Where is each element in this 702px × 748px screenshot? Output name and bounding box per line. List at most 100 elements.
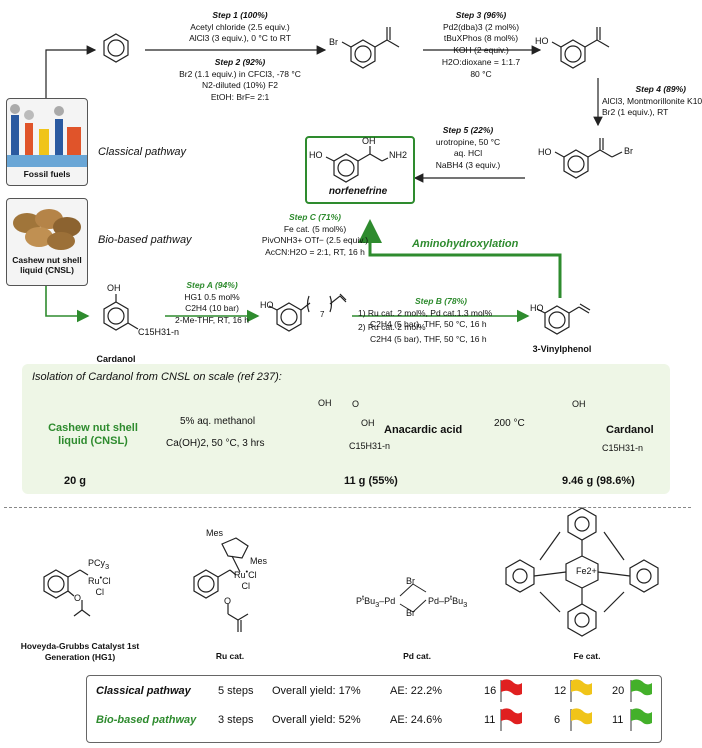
stepC-title: Step C (71%) — [289, 212, 341, 222]
hg1-label: Hoveyda-Grubbs Catalyst 1st Generation (… — [20, 641, 140, 662]
stepC-line1: Fe cat. (5 mol%) — [283, 223, 347, 234]
norfenefrine-oh: OH — [362, 136, 376, 146]
step2-line3: EtOH: BrF= 2:1 — [210, 91, 270, 102]
alkene-intermediate-structure — [268, 293, 347, 332]
step5-conditions: Step 5 (22%) urotropine, 50 °C aq. HCl N… — [418, 125, 518, 171]
stepA-line3: 2-Me-THF, RT, 16 h — [174, 314, 249, 325]
stepA-conditions: Step A (94%) HG1 0.5 mol% C2H4 (10 bar) … — [168, 280, 256, 326]
summary-row2-ae: AE: 24.6% — [390, 714, 442, 726]
ru-catalyst-structure — [193, 537, 249, 632]
step5-line3: NaBH4 (3 equiv.) — [435, 159, 501, 170]
pd-br-top: Br — [406, 576, 415, 586]
anacardic-o: O — [352, 399, 360, 409]
factory-icon — [7, 104, 87, 167]
step1-line2: AlCl3 (3 equiv.), 0 °C to RT — [189, 33, 291, 43]
norfenefrine-nh2: NH2 — [389, 150, 408, 160]
anacardic-label: Anacardic acid — [384, 424, 463, 436]
summary-table — [86, 675, 662, 743]
stepC-line3: AcCN:H2O = 2:1, RT, 16 h — [265, 246, 365, 257]
alkene-ho: HO — [260, 300, 274, 310]
ru-label: Ru cat. — [215, 651, 245, 661]
hg1-catalyst-structure — [43, 569, 91, 617]
summary-row2-steps: 3 steps — [218, 714, 254, 726]
step5-line2: aq. HCl — [453, 148, 483, 158]
classical-arrows — [45, 45, 603, 183]
anacardic-oh: OH — [318, 398, 332, 408]
cardanol-iso-chain: C15H31-n — [602, 443, 644, 453]
alkene-subscript: 7 — [320, 310, 325, 319]
pd-br-bottom: Br — [406, 608, 415, 618]
step4-title: Step 4 (89%) — [635, 84, 686, 94]
stepA-line2: C2H4 (10 bar) — [185, 303, 239, 313]
summary-row1-green: 20 — [612, 685, 625, 697]
step1-conditions: Step 1 (100%) Acetyl chloride (2.5 equiv… — [180, 10, 300, 45]
isolation-panel — [22, 364, 670, 494]
ho-label-2: HO — [538, 147, 552, 157]
bio-arrows — [45, 219, 562, 323]
step3-top: Step 3 (96%) Pd2(dba)3 (2 mol%) tBuXPhos… — [425, 10, 537, 56]
step5-title: Step 5 (22%) — [442, 125, 494, 135]
aminohydroxylation-label: Aminohydroxylation — [412, 238, 519, 250]
fossil-fuels-label: Fossil fuels — [23, 169, 71, 179]
step4-conditions: Step 4 (89%) AlCl3, Montmorillonite K10 … — [580, 84, 702, 119]
isolation-cond2: Ca(OH)2, 50 °C, 3 hrs — [166, 438, 265, 449]
ho-label-1: HO — [535, 36, 549, 46]
stepB-title: Step B (78%) — [415, 296, 467, 306]
bromo-label-2: Br — [624, 146, 633, 156]
vinylphenol-label: 3-Vinylphenol — [532, 344, 592, 354]
isolation-temp: 200 °C — [494, 418, 525, 429]
cardanol-label: Cardanol — [96, 354, 136, 364]
step3-line2: tBuXPhos (8 mol%) — [443, 33, 519, 43]
step5-line1: urotropine, 50 °C — [435, 136, 501, 147]
vinylphenol-ho: HO — [530, 303, 544, 313]
step1-line1: Acetyl chloride (2.5 equiv.) — [190, 21, 290, 32]
step2-line2: N2-diluted (10%) F2 — [201, 80, 279, 90]
cardanol-oh: OH — [107, 283, 121, 293]
bio-pathway-label: Bio-based pathway — [98, 234, 192, 246]
cashew-shells-icon — [13, 209, 81, 250]
stepC-line2: PivONH3+ OTf− (2.5 equiv.) — [261, 235, 369, 245]
step2-line1: Br2 (1.1 equiv.) in CFCl3, -78 °C — [179, 68, 301, 79]
fe-label: Fe cat. — [573, 651, 601, 661]
step3-line5: 80 °C — [470, 68, 492, 79]
isolation-title: Isolation of Cardanol from CNSL on scale… — [32, 371, 282, 383]
fe-ion: Fe2+ — [576, 566, 597, 576]
step3-line4: H2O:dioxane = 1:1.7 — [441, 57, 521, 67]
isolation-cnsl: Cashew nut shell liquid (CNSL) — [48, 422, 138, 447]
stepB-line3: 2) Ru cat. 2 mol% — [358, 322, 426, 332]
ru-center: Ru•Cl Cl — [234, 567, 257, 591]
cnsl-box: Cashew nut shell liquid (CNSL) — [6, 198, 88, 286]
pd-formula-left: PtBu3–Pd — [356, 593, 396, 609]
bromo-label: Br — [329, 37, 338, 47]
bromoketone-structure — [554, 138, 623, 179]
stepB-line4: C2H4 (5 bar), THF, 50 °C, 16 h — [370, 333, 487, 344]
norfenefrine-structure — [325, 146, 389, 183]
summary-row1-ae: AE: 22.2% — [390, 685, 442, 697]
summary-row1-steps: 5 steps — [218, 685, 254, 697]
section-divider — [4, 507, 691, 508]
isolation-mass2: 11 g (55%) — [344, 475, 398, 487]
stepB-conditions-2: 2) Ru cat. 2 mol% C2H4 (5 bar), THF, 50 … — [358, 322, 524, 345]
step3-line3: KOH (2 equiv.) — [453, 44, 509, 55]
ru-o: O — [224, 596, 232, 606]
isolation-mass1: 20 g — [64, 475, 87, 487]
isolation-cond1: 5% aq. methanol — [180, 416, 256, 427]
stepB-line1: 1) Ru cat. 2 mol%, Pd cat.1.3 mol% — [358, 307, 493, 318]
cardanol-iso-oh: OH — [572, 399, 586, 409]
step4-line2: Br2 (1 equiv.), RT — [602, 107, 669, 117]
anacardic-chain: C15H31-n — [349, 441, 391, 451]
benzene-structure — [103, 33, 129, 63]
summary-row2-yield: Overall yield: 52% — [272, 714, 361, 726]
norfenefrine-ho: HO — [309, 150, 323, 160]
summary-row1-yellow: 12 — [554, 685, 567, 697]
summary-row1-path: Classical pathway — [96, 685, 191, 697]
fe-phthalocyanine-structure — [505, 507, 659, 637]
pd-label: Pd cat. — [403, 651, 431, 661]
summary-row1-red: 16 — [484, 685, 497, 697]
bromoacetophenone-structure — [341, 27, 400, 69]
step3-title: Step 3 (96%) — [455, 10, 507, 20]
step2-conditions: Step 2 (92%) Br2 (1.1 equiv.) in CFCl3, … — [170, 57, 310, 103]
step4-line1: AlCl3, Montmorillonite K10 — [602, 95, 702, 106]
stepC-conditions: Step C (71%) Fe cat. (5 mol%) PivONH3+ O… — [240, 212, 390, 258]
hg1-o: O — [74, 593, 82, 603]
